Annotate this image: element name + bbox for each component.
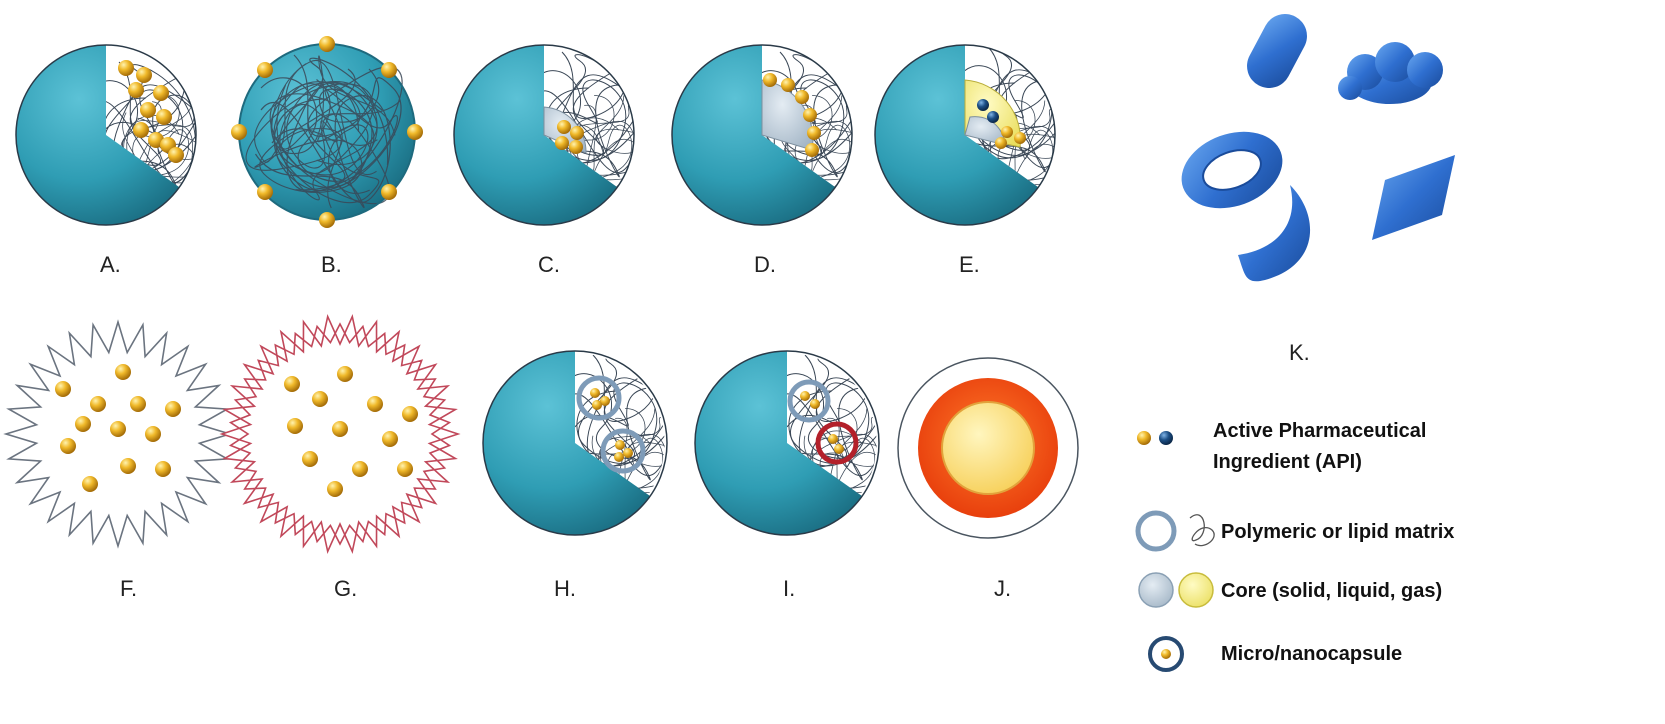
panel-label-J: J. (994, 576, 1011, 601)
legend-api-label-line1: Active Pharmaceutical (1213, 420, 1426, 442)
nanocapsule (600, 428, 646, 474)
nanocapsule-red (815, 421, 859, 465)
panel-J-core-shell-layered (897, 357, 1079, 539)
api-particles (55, 364, 181, 492)
cloud-shape (1338, 42, 1443, 104)
legend-core-icon (1138, 572, 1214, 608)
crescent-shape (1238, 185, 1311, 282)
panel-label-A: A. (100, 252, 121, 277)
panel-label-K: K. (1289, 340, 1310, 365)
api-particles (231, 36, 423, 228)
panel-label-B: B. (321, 252, 342, 277)
panel-G-spiky-particle-red (219, 314, 461, 554)
panel-label-D: D. (754, 252, 776, 277)
panel-label-F: F. (120, 576, 137, 601)
legend-api-label-line2: Ingredient (API) (1213, 451, 1362, 473)
panel-label-H: H. (554, 576, 576, 601)
panel-F-spiky-particle (3, 319, 233, 549)
panel-H-capsules-in-matrix (482, 350, 668, 536)
panel-label-E: E. (959, 252, 980, 277)
panel-B-surface-adsorbed-sphere (231, 36, 423, 228)
legend-core-label: Core (solid, liquid, gas) (1221, 580, 1442, 602)
legend-matrix-label: Polymeric or lipid matrix (1221, 521, 1454, 543)
parallelogram-shape (1372, 155, 1455, 240)
legend-capsule-icon (1148, 636, 1184, 672)
panel-C-core-shell-internal (453, 44, 635, 226)
api-particles (284, 366, 418, 497)
panel-K-particle-shapes (1181, 13, 1455, 282)
spiky-outline-inner (228, 322, 452, 546)
panel-label-G: G. (334, 576, 357, 601)
torus-shape (1181, 131, 1283, 209)
panel-label-I: I. (783, 576, 795, 601)
rod-shape (1247, 13, 1307, 89)
legend-capsule-label: Micro/nanocapsule (1221, 643, 1402, 665)
nanocapsule (787, 379, 831, 423)
panel-E-dual-core (874, 44, 1056, 226)
panel-label-C: C. (538, 252, 560, 277)
panel-D-core-shell-adsorbed (671, 44, 853, 226)
api-particles (118, 60, 184, 163)
legend-api-icon (1137, 431, 1173, 445)
legend: Active Pharmaceutical Ingredient (API) P… (1135, 420, 1454, 672)
legend-matrix-icon (1135, 510, 1215, 552)
nanocapsule (576, 375, 622, 421)
panel-A-matrix-sphere (15, 44, 197, 226)
panel-I-mixed-capsules (694, 350, 880, 536)
